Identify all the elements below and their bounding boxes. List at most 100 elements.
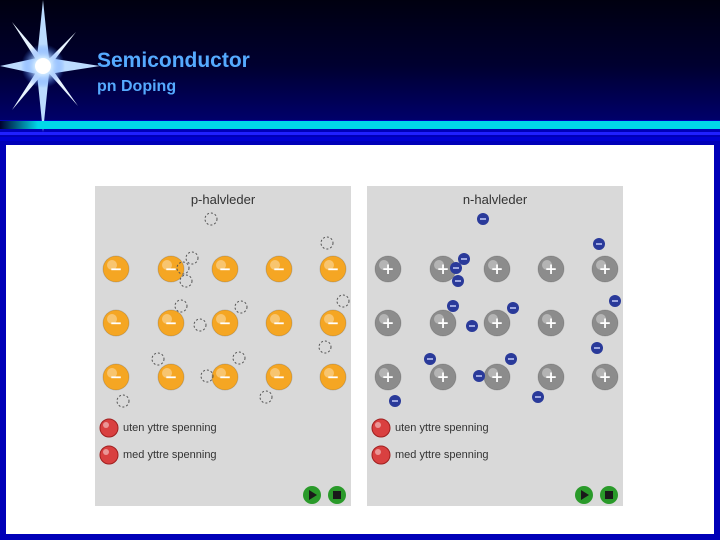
electron-marker bbox=[452, 275, 464, 287]
header-divider-dark bbox=[0, 137, 720, 141]
lattice-ion: − bbox=[319, 309, 347, 337]
p-legend-off-label: uten yttre spenning bbox=[123, 422, 217, 434]
lattice-ion: − bbox=[102, 309, 130, 337]
electron-marker bbox=[424, 353, 436, 365]
electron-marker bbox=[532, 391, 544, 403]
n-lattice-diagram: + + + + + + + + + + + + + + + bbox=[371, 213, 621, 504]
stop-icon bbox=[605, 491, 613, 499]
svg-text:+: + bbox=[437, 260, 450, 278]
svg-text:−: − bbox=[273, 368, 286, 386]
electron-marker bbox=[466, 320, 478, 332]
p-legend-off-dot[interactable] bbox=[99, 418, 119, 438]
p-panel-title: p-halvleder bbox=[190, 192, 256, 207]
svg-text:+: + bbox=[491, 260, 504, 278]
play-button[interactable] bbox=[575, 486, 593, 504]
stop-button[interactable] bbox=[328, 486, 346, 504]
n-panel-title: n-halvleder bbox=[462, 192, 528, 207]
svg-text:−: − bbox=[273, 314, 286, 332]
hole-marker bbox=[193, 318, 207, 332]
lattice-ion: − bbox=[211, 255, 239, 283]
lattice-ion: + bbox=[537, 255, 565, 283]
header-divider-thin bbox=[0, 132, 720, 135]
n-legend-on-dot[interactable] bbox=[371, 445, 391, 465]
lattice-ion: + bbox=[537, 309, 565, 337]
lattice-ion: − bbox=[319, 255, 347, 283]
lattice-ion: + bbox=[483, 255, 511, 283]
n-legend-on-label: med yttre spenning bbox=[395, 449, 489, 461]
hole-marker bbox=[179, 274, 193, 288]
lattice-ion: + bbox=[374, 363, 402, 391]
play-icon bbox=[309, 490, 317, 500]
electron-marker bbox=[507, 302, 519, 314]
lattice-ion: + bbox=[591, 309, 619, 337]
hole-marker bbox=[200, 369, 214, 383]
lattice-ion: − bbox=[319, 363, 347, 391]
lattice-ion: − bbox=[211, 309, 239, 337]
electron-marker bbox=[447, 300, 459, 312]
electron-marker bbox=[473, 370, 485, 382]
svg-text:−: − bbox=[165, 314, 178, 332]
electron-marker bbox=[609, 295, 621, 307]
lattice-ion: − bbox=[157, 309, 185, 337]
play-icon bbox=[581, 490, 589, 500]
lattice-ion: − bbox=[157, 255, 185, 283]
p-lattice-diagram: −−−−−−−−−−−−−−− bbox=[99, 212, 350, 504]
svg-text:−: − bbox=[327, 314, 340, 332]
svg-text:+: + bbox=[382, 314, 395, 332]
slide-header: Semiconductor pn Doping bbox=[0, 0, 720, 132]
header-divider bbox=[0, 121, 720, 129]
lattice-ion: + bbox=[374, 255, 402, 283]
svg-text:+: + bbox=[599, 260, 612, 278]
svg-text:−: − bbox=[110, 260, 123, 278]
hole-marker bbox=[336, 294, 350, 308]
slide-title: Semiconductor bbox=[97, 49, 250, 72]
p-legend-on-dot[interactable] bbox=[99, 445, 119, 465]
svg-text:−: − bbox=[110, 368, 123, 386]
svg-text:+: + bbox=[491, 368, 504, 386]
electron-marker bbox=[477, 213, 489, 225]
svg-text:+: + bbox=[491, 314, 504, 332]
svg-text:+: + bbox=[437, 368, 450, 386]
lattice-ion: + bbox=[483, 309, 511, 337]
lattice-ion: − bbox=[102, 255, 130, 283]
svg-text:+: + bbox=[437, 314, 450, 332]
hole-marker bbox=[185, 251, 199, 265]
lattice-ion: − bbox=[265, 309, 293, 337]
p-legend-on-label: med yttre spenning bbox=[123, 449, 217, 461]
electron-marker bbox=[505, 353, 517, 365]
stop-icon bbox=[333, 491, 341, 499]
hole-marker bbox=[151, 352, 165, 366]
lattice-ion: + bbox=[429, 255, 457, 283]
lattice-ion: + bbox=[591, 255, 619, 283]
hole-marker bbox=[320, 236, 334, 250]
lattice-ion: + bbox=[429, 363, 457, 391]
n-semiconductor-panel: +++++++++++++++ n-halvleder uten yttre s… bbox=[367, 186, 623, 506]
svg-text:−: − bbox=[327, 260, 340, 278]
svg-text:+: + bbox=[545, 260, 558, 278]
svg-text:+: + bbox=[545, 314, 558, 332]
svg-text:+: + bbox=[382, 368, 395, 386]
slide-subtitle: pn Doping bbox=[97, 78, 177, 95]
lattice-ion: + bbox=[429, 309, 457, 337]
electron-marker bbox=[450, 262, 462, 274]
svg-text:+: + bbox=[545, 368, 558, 386]
play-button[interactable] bbox=[303, 486, 321, 504]
p-semiconductor-panel: −−−−−−−−−−−−−−− p-halvleder uten yttre s… bbox=[95, 186, 351, 506]
electron-marker bbox=[389, 395, 401, 407]
lattice-ion: + bbox=[483, 363, 511, 391]
hole-marker bbox=[232, 351, 246, 365]
n-legend-off-dot[interactable] bbox=[371, 418, 391, 438]
electron-marker bbox=[591, 342, 603, 354]
svg-text:+: + bbox=[382, 260, 395, 278]
hole-marker bbox=[174, 299, 188, 313]
lattice-ion: − bbox=[265, 255, 293, 283]
hole-marker bbox=[318, 340, 332, 354]
svg-text:−: − bbox=[273, 260, 286, 278]
electron-marker bbox=[458, 253, 470, 265]
lattice-ion: − bbox=[265, 363, 293, 391]
starburst-icon bbox=[0, 0, 100, 132]
stop-button[interactable] bbox=[600, 486, 618, 504]
hole-marker bbox=[176, 261, 190, 275]
electron-marker bbox=[593, 238, 605, 250]
lattice-ion: + bbox=[591, 363, 619, 391]
